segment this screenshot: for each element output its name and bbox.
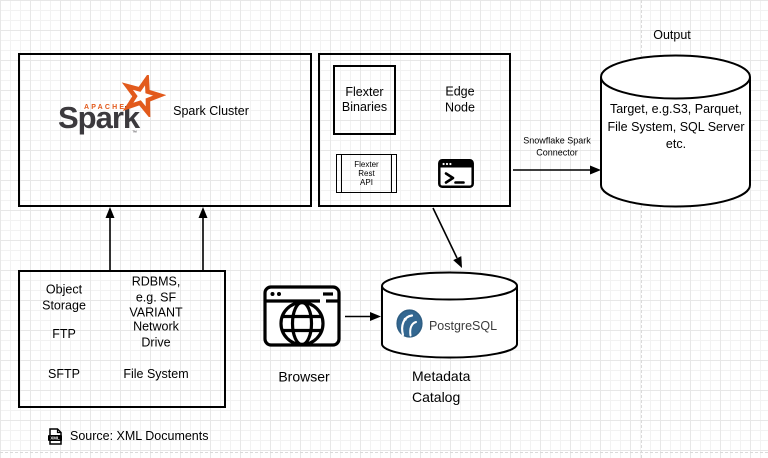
edge-edgenode-to-metadata[interactable] [432, 207, 462, 268]
node-edge-node[interactable]: Edge Node Flexter Binaries Flexter Rest … [318, 53, 511, 207]
node-spark-cluster[interactable]: APACHE Spark ™ Spark Cluster [18, 53, 312, 207]
flexter-rest-api-label: Flexter Rest API [354, 159, 379, 188]
output-title: Output [653, 28, 691, 43]
edge-sources-to-spark-2[interactable] [198, 207, 208, 270]
postgresql-elephant-icon [396, 309, 423, 338]
metadata-catalog-label: Metadata Catalog [412, 368, 471, 405]
xml-file-icon: XML [48, 428, 62, 445]
xml-icon-text: XML [50, 436, 60, 441]
xml-source-note: Source: XML Documents [70, 429, 209, 443]
node-flexter-rest-api[interactable]: Flexter Rest API [336, 154, 397, 193]
edge-node-label: Edge Node [445, 84, 475, 114]
snowflake-connector-label: Snowflake Spark Connector [523, 135, 591, 157]
source-cell-rdbms: RDBMS, e.g. SF VARIANT [129, 274, 183, 320]
node-metadata-catalog-db[interactable] [381, 271, 518, 359]
spark-cluster-label: Spark Cluster [173, 104, 249, 119]
browser-globe-icon[interactable] [263, 285, 341, 347]
source-cell-network-drive: Network Drive [133, 319, 179, 349]
output-db-label: Target, e.g.S3, Parquet, File System, SQ… [607, 101, 745, 151]
source-systems-grid: Object Storage RDBMS, e.g. SF VARIANT FT… [20, 272, 224, 406]
source-cell-file-system: File System [123, 367, 189, 382]
terminal-window-icon [438, 159, 474, 188]
spark-star-icon [121, 75, 166, 117]
apache-spark-logo-apache-text: APACHE [84, 104, 127, 111]
source-cell-ftp: FTP [52, 327, 76, 342]
spark-logo-tm: ™ [132, 130, 137, 136]
node-output-db[interactable] [600, 54, 751, 208]
page-break-vertical [641, 0, 642, 458]
edge-browser-to-metadata[interactable] [345, 312, 381, 321]
node-flexter-binaries[interactable]: Flexter Binaries [333, 65, 396, 135]
flexter-binaries-label: Flexter Binaries [341, 85, 388, 114]
page-break-horizontal [0, 452, 768, 453]
edge-snowflake-connector[interactable] [513, 165, 601, 175]
browser-label: Browser [278, 368, 330, 385]
node-source-systems[interactable]: Object Storage RDBMS, e.g. SF VARIANT FT… [18, 270, 226, 408]
source-cell-sftp: SFTP [48, 367, 80, 382]
postgresql-label: PostgreSQL [428, 319, 498, 334]
source-cell-object-storage: Object Storage [42, 282, 86, 312]
edge-sources-to-spark-1[interactable] [105, 207, 115, 270]
